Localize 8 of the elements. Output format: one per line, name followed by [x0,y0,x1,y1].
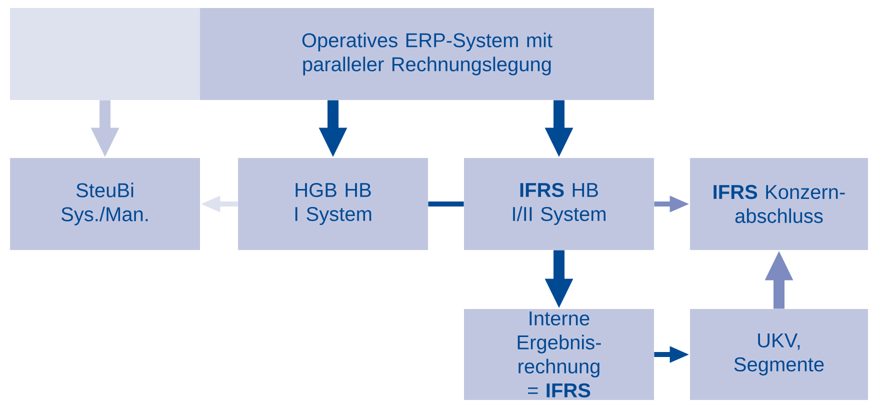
process-box: HGB HB I System [238,158,428,250]
process-box: SteuBi Sys./Man. [10,158,200,250]
process-box: Interne Ergebnis- rechnung = IFRS [464,309,654,400]
process-box: Operatives ERP-System mit paralleler Rechnungslegung [200,8,654,100]
process-box: IFRS HB I/II System [464,158,654,250]
process-box: IFRS Konzern- abschluss [690,158,868,250]
connector-line [428,202,464,206]
process-box: UKV, Segmente [690,309,868,400]
